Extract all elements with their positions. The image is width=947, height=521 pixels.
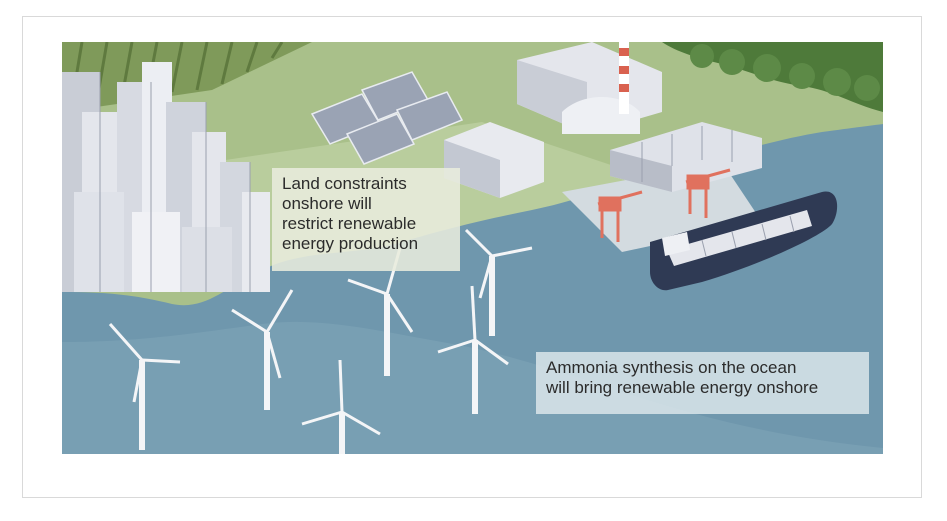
warehouse-icon	[444, 122, 544, 198]
callout-ocean-line-2: will bring renewable energy onshore	[546, 378, 819, 397]
callout-land-line-3: restrict renewable	[282, 214, 417, 233]
solar-panel-icon	[310, 71, 464, 165]
container-ship-icon	[650, 191, 838, 291]
chimney-icon	[619, 42, 629, 114]
cargo-crane-icon	[597, 168, 731, 242]
city-skyline-icon	[62, 62, 270, 292]
container-stack-icon	[610, 122, 762, 192]
callout-ocean-line-1: Ammonia synthesis on the ocean	[546, 358, 797, 377]
callout-land-line-4: energy production	[282, 234, 419, 253]
callout-ocean-ammonia: Ammonia synthesis on the ocean will brin…	[536, 352, 869, 414]
callout-land-line-1: Land constraints	[282, 174, 407, 193]
callout-land-line-2: onshore will	[282, 194, 372, 213]
wind-turbine-icon	[108, 228, 533, 454]
forest-icon	[662, 42, 883, 112]
callout-land-constraints: Land constraints onshore will restrict r…	[272, 168, 460, 271]
